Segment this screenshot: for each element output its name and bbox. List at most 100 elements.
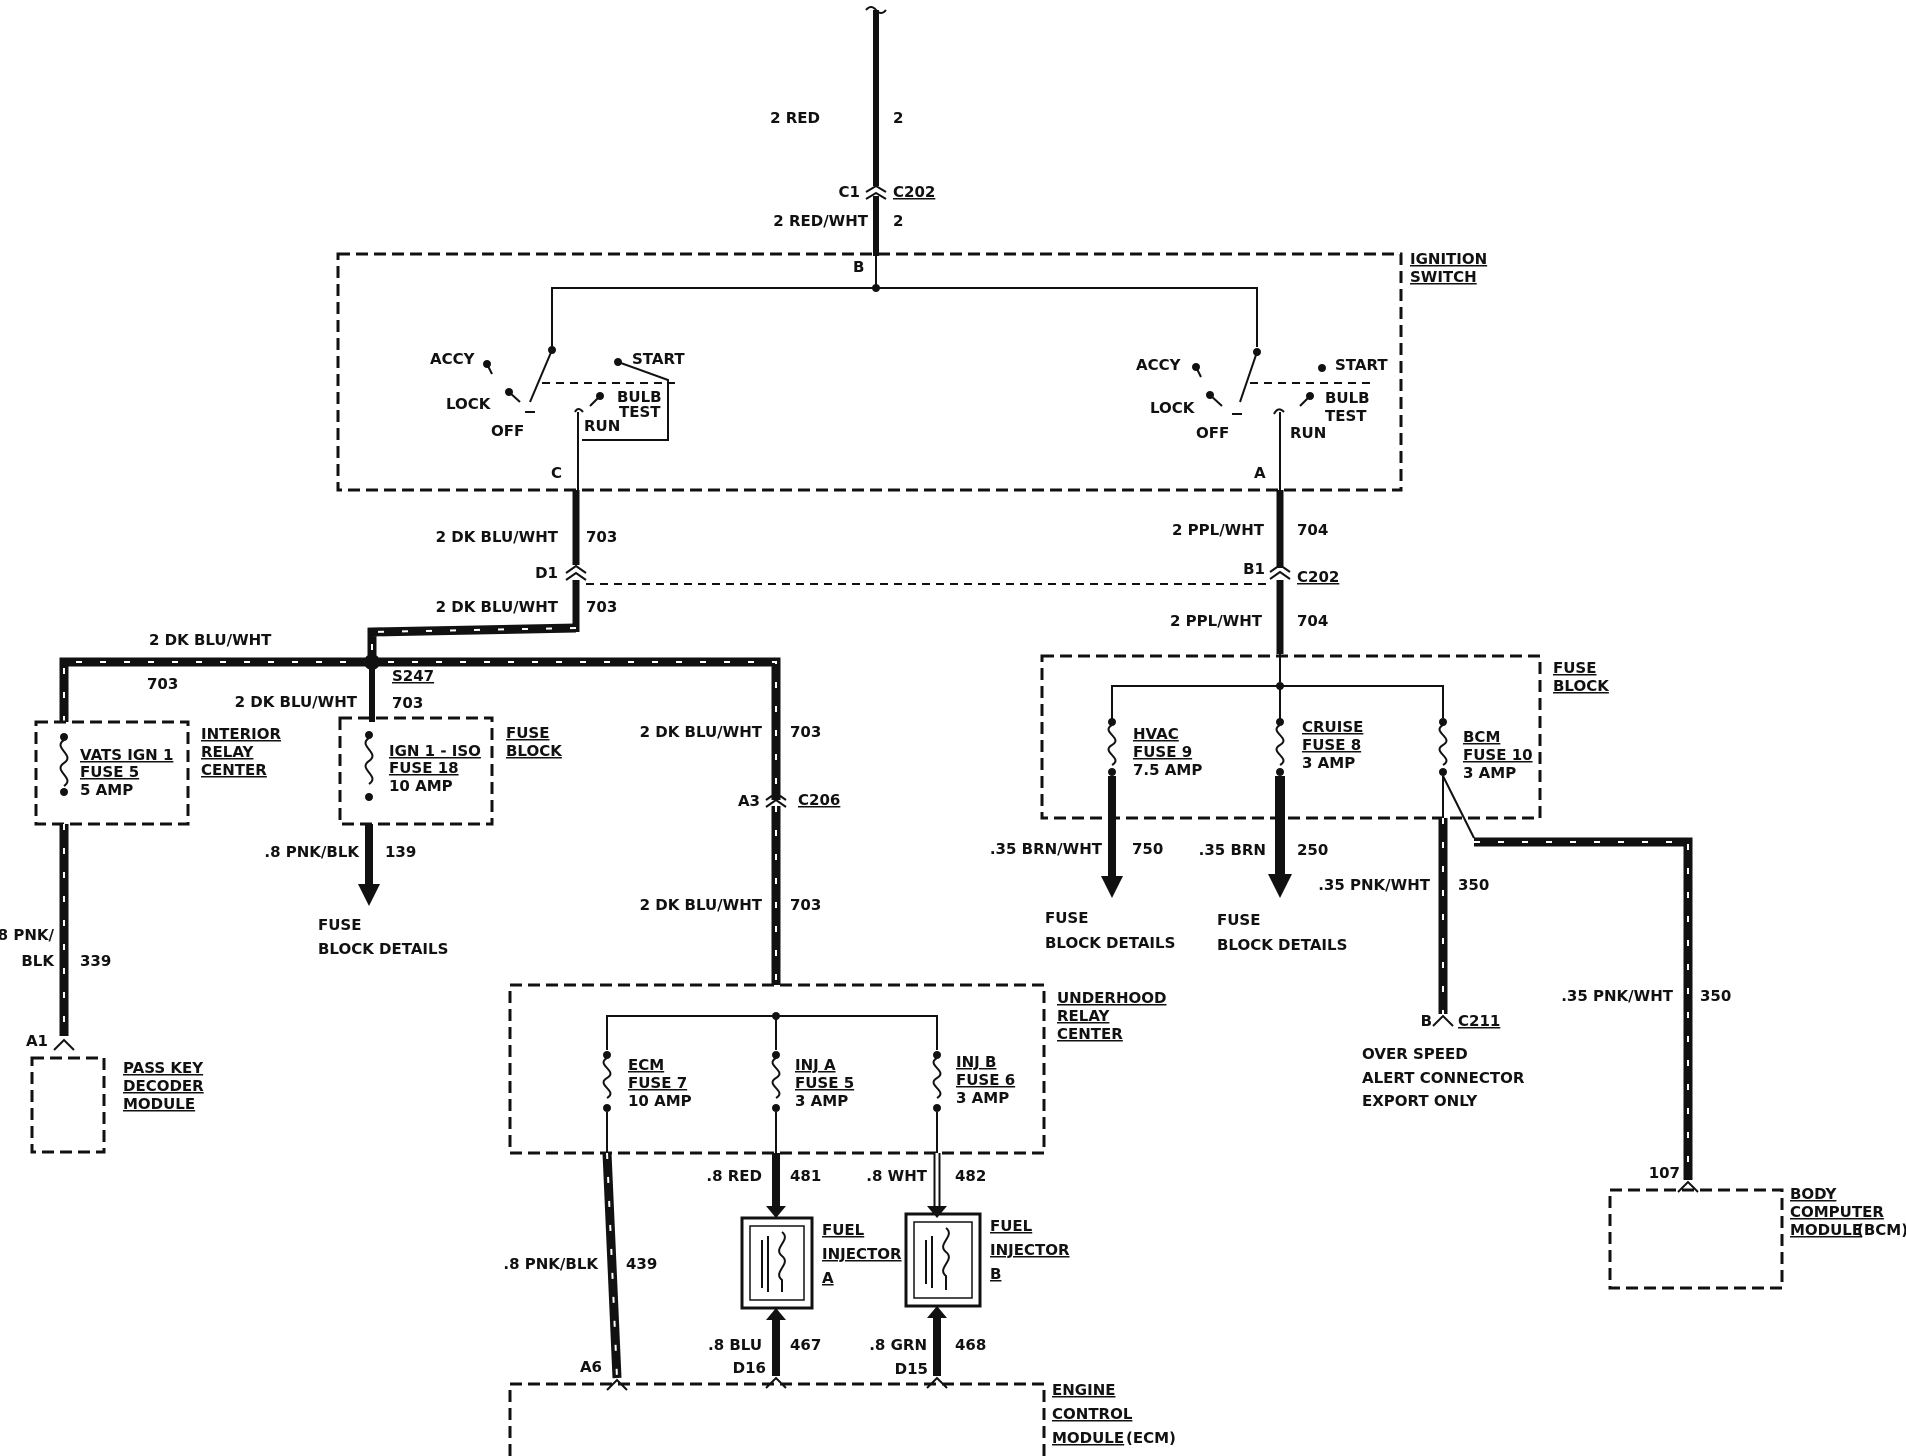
cruise-fuse-line1: CRUISE (1302, 718, 1363, 736)
ecm-fuse-line1: ECM (628, 1056, 664, 1074)
inj-b-fuse-line2: FUSE 6 (956, 1071, 1015, 1089)
hvac-fuse-line3: 7.5 AMP (1133, 761, 1202, 779)
ecm-fuse-line3: 10 AMP (628, 1092, 692, 1110)
inj-a-out-wire-circuit: 467 (790, 1336, 821, 1354)
inj-a-fuse-line3: 3 AMP (795, 1092, 848, 1110)
terminal-b-label: B (853, 258, 864, 276)
ignition-switch: IGNITION SWITCH B C A ACCY START LOC (336, 250, 1487, 492)
c202-top-connector: C1 C202 (839, 183, 936, 201)
inj-a-fuse-line2: FUSE 5 (795, 1074, 854, 1092)
overspeed-pin: B (1421, 1012, 1432, 1030)
right-test-label: TEST (1325, 407, 1367, 425)
overspeed-text-2: ALERT CONNECTOR (1362, 1069, 1525, 1087)
inj-b-title-2: INJECTOR (990, 1241, 1070, 1259)
bcm-wire-label: .35 PNK/WHT (1561, 987, 1674, 1005)
harness-relay-wire-circuit: 703 (147, 675, 178, 693)
c206-upper-wire-label: 2 DK BLU/WHT (640, 723, 763, 741)
ecm-title-1: ENGINE (1052, 1381, 1116, 1399)
inj-b-fuse-line3: 3 AMP (956, 1089, 1009, 1107)
c206-pin: A3 (738, 792, 760, 810)
underhood-relay-center: UNDERHOOD RELAY CENTER ECM FUSE 7 10 AMP… (508, 983, 1167, 1155)
right-switch-contacts: ACCY START LOCK OFF BULB TEST RUN (1136, 348, 1388, 490)
ecm-title-3a: MODULE (1052, 1429, 1124, 1447)
fuse-block-left: IGN 1 - ISO FUSE 18 10 AMP FUSE BLOCK .8… (264, 716, 563, 958)
pass-key-pin: A1 (26, 1032, 48, 1050)
c202-top-connector-label: C202 (893, 183, 935, 201)
hvac-fuse-line2: FUSE 9 (1133, 743, 1192, 761)
pass-key-title-3: MODULE (123, 1095, 195, 1113)
overspeed-text-3: EXPORT ONLY (1362, 1092, 1478, 1110)
fuse-block-details-1-line2: BLOCK DETAILS (1045, 934, 1175, 952)
terminal-c-label: C (551, 464, 562, 482)
right-upper-wire-circuit: 704 (1297, 521, 1328, 539)
inj-a-title-2: INJECTOR (822, 1245, 902, 1263)
fuse-block-details-2-line1: FUSE (1217, 911, 1260, 929)
pass-key-decoder-module: A1 PASS KEY DECODER MODULE (26, 1032, 204, 1154)
inj-a-in-wire-circuit: 481 (790, 1167, 821, 1185)
inj-a-out-pin: D16 (733, 1359, 766, 1377)
fuse-block-details-left-2: BLOCK DETAILS (318, 940, 448, 958)
interior-relay-title-1: INTERIOR (201, 725, 281, 743)
fuel-injector-b: .8 WHT 482 FUEL INJECTOR B .8 GRN 468 D1… (866, 1153, 1070, 1389)
fuse18-out-wire-label: .8 PNK/BLK (264, 843, 360, 861)
ecm-title-2: CONTROL (1052, 1405, 1133, 1423)
right-start-label: START (1335, 356, 1388, 374)
left-switch-contacts: ACCY START LOCK OFF BULB TEST RUN (430, 346, 685, 490)
left-lock-label: LOCK (446, 395, 492, 413)
right-bulb-label: BULB (1325, 389, 1370, 407)
c206-connector: A3 C206 2 DK BLU/WHT 703 (640, 791, 840, 985)
terminal-a-label: A (1254, 464, 1266, 482)
c206-lower-wire-label: 2 DK BLU/WHT (640, 896, 763, 914)
inj-b-out-wire-label: .8 GRN (869, 1336, 927, 1354)
right-branch-704: 2 PPL/WHT 704 B1 C202 2 PPL/WHT 704 (1170, 490, 1339, 654)
inj-b-title-1: FUEL (990, 1217, 1033, 1235)
ignition-switch-box (336, 252, 1403, 492)
left-test-label: TEST (619, 403, 661, 421)
inj-b-title-3: B (990, 1265, 1001, 1283)
bcm-title-3a: MODULE (1790, 1221, 1862, 1239)
inj-b-fuse-line1: INJ B (956, 1053, 996, 1071)
ecm-title-3b: (ECM) (1126, 1429, 1176, 1447)
c206-connector-label: C206 (798, 791, 840, 809)
overspeed-wire-label: .35 PNK/WHT (1318, 876, 1431, 894)
c202-lower-connector-label: C202 (1297, 568, 1339, 586)
fuse-block-left-title-1: FUSE (506, 724, 549, 742)
cruise-fuse-line2: FUSE 8 (1302, 736, 1361, 754)
interior-relay-title-3: CENTER (201, 761, 267, 779)
pass-key-title-2: DECODER (123, 1077, 204, 1095)
fuse-block-right-title-1: FUSE (1553, 659, 1596, 677)
right-accy-label: ACCY (1136, 356, 1182, 374)
fuse-block-details-left-1: FUSE (318, 916, 361, 934)
cruise-out-wire-label: .35 BRN (1199, 841, 1266, 859)
inj-a-in-wire-label: .8 RED (706, 1167, 762, 1185)
left-branch-703: 2 DK BLU/WHT 703 D1 2 DK BLU/WHT 703 (436, 490, 1270, 632)
vats-fuse-line1: VATS IGN 1 (80, 746, 173, 764)
fuel-injector-a: .8 RED 481 FUEL INJECTOR A .8 BLU 467 D1… (706, 1153, 902, 1389)
ecm-feed-439: .8 PNK/BLK 439 A6 (503, 1152, 657, 1391)
ecm-fuse-7: ECM FUSE 7 10 AMP (602, 1051, 692, 1112)
left-upper-wire-circuit: 703 (586, 528, 617, 546)
right-lock-label: LOCK (1150, 399, 1196, 417)
switch-feed: 2 RED/WHT 2 (773, 196, 903, 256)
bcm-pin: 107 (1649, 1164, 1680, 1182)
switch-feed-circuit: 2 (893, 212, 903, 230)
bcm-fuse-line3: 3 AMP (1463, 764, 1516, 782)
c202-top-pin: C1 (839, 183, 860, 201)
bcm-branch: .35 PNK/WHT 350 107 (1442, 775, 1731, 1193)
hvac-out-wire-label: .35 BRN/WHT (990, 840, 1103, 858)
b1-pin-label: B1 (1243, 560, 1265, 578)
hvac-fuse-9: HVAC FUSE 9 7.5 AMP (1107, 718, 1202, 779)
splice-s247-label: S247 (392, 667, 434, 685)
left-start-label: START (632, 350, 685, 368)
pass-key-wire-label-2: BLK (21, 952, 55, 970)
cruise-fuse-8: CRUISE FUSE 8 3 AMP (1275, 718, 1363, 776)
bcm-wire-circuit: 350 (1700, 987, 1731, 1005)
inj-b-in-wire-label: .8 WHT (866, 1167, 927, 1185)
switch-feed-label: 2 RED/WHT (773, 212, 868, 230)
interior-relay-title-2: RELAY (201, 743, 255, 761)
left-accy-label: ACCY (430, 350, 476, 368)
overspeed-connector: C211 (1458, 1012, 1500, 1030)
main-harness-703: 2 DK BLU/WHT 703 S247 2 DK BLU/WHT 703 2… (59, 623, 821, 800)
c206-upper-wire-circuit: 703 (790, 723, 821, 741)
